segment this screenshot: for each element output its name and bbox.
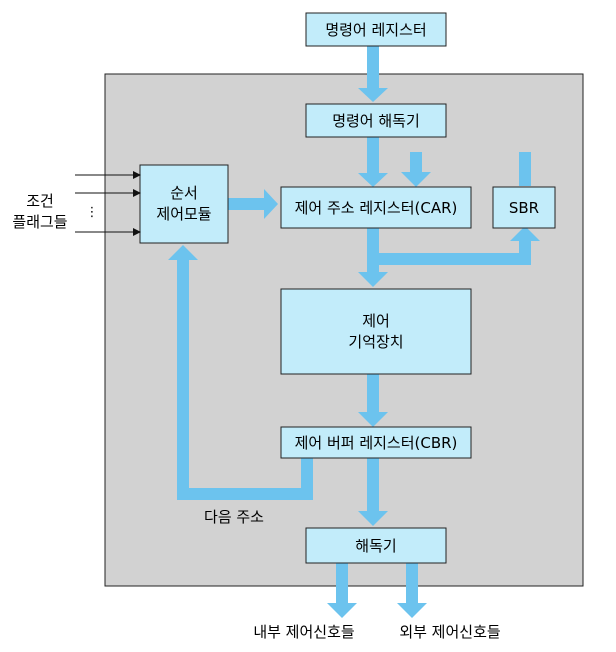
car-box: 제어 주소 레지스터(CAR)	[280, 186, 472, 229]
sbr-box: SBR	[492, 186, 556, 229]
car-label: 제어 주소 레지스터(CAR)	[295, 199, 458, 217]
cond-line2: 플래그들	[12, 213, 67, 231]
cm-line2: 기억장치	[348, 333, 403, 351]
seq-line2: 제어모듈	[156, 205, 211, 223]
condition-flag-arrows	[75, 171, 141, 236]
arrow-next-address	[168, 245, 313, 500]
control-memory-box: 제어 기억장치	[280, 288, 472, 375]
arrow-cm-to-cbr	[358, 374, 388, 427]
sequencing-module-box: 순서 제어모듈	[139, 164, 229, 244]
instruction-decoder-box: 명령어 해독기	[305, 103, 447, 138]
arrow-sbr-to-car	[401, 152, 531, 187]
cm-line1: 제어	[362, 312, 390, 330]
decoder1-label: 명령어 해독기	[332, 112, 420, 130]
seq-line1: 순서	[170, 184, 198, 202]
arrow-ir-to-decoder	[358, 46, 388, 102]
arrow-internal-out	[327, 563, 357, 618]
arrow-cbr-to-decoder2	[358, 458, 388, 526]
ir-box: 명령어 레지스터	[305, 12, 447, 47]
arrow-decoder-to-car	[358, 137, 388, 187]
external-signals-label: 외부 제어신호들	[399, 623, 501, 641]
arrow-external-out	[397, 563, 427, 618]
arrow-seq-to-car	[228, 189, 278, 219]
arrow-car-down	[358, 226, 540, 287]
cbr-box: 제어 버퍼 레지스터(CBR)	[280, 426, 472, 459]
cbr-label: 제어 버퍼 레지스터(CBR)	[295, 434, 458, 452]
ir-label: 명령어 레지스터	[325, 21, 426, 39]
decoder2-label: 해독기	[355, 537, 396, 555]
cond-line1: 조건	[26, 192, 54, 210]
decoder2-box: 해독기	[305, 527, 447, 564]
data-flow-arrows	[168, 46, 540, 618]
internal-signals-label: 내부 제어신호들	[253, 623, 355, 641]
next-address-label: 다음 주소	[204, 508, 264, 526]
sbr-label: SBR	[509, 199, 539, 217]
cond-dots: ⋮	[86, 205, 99, 220]
